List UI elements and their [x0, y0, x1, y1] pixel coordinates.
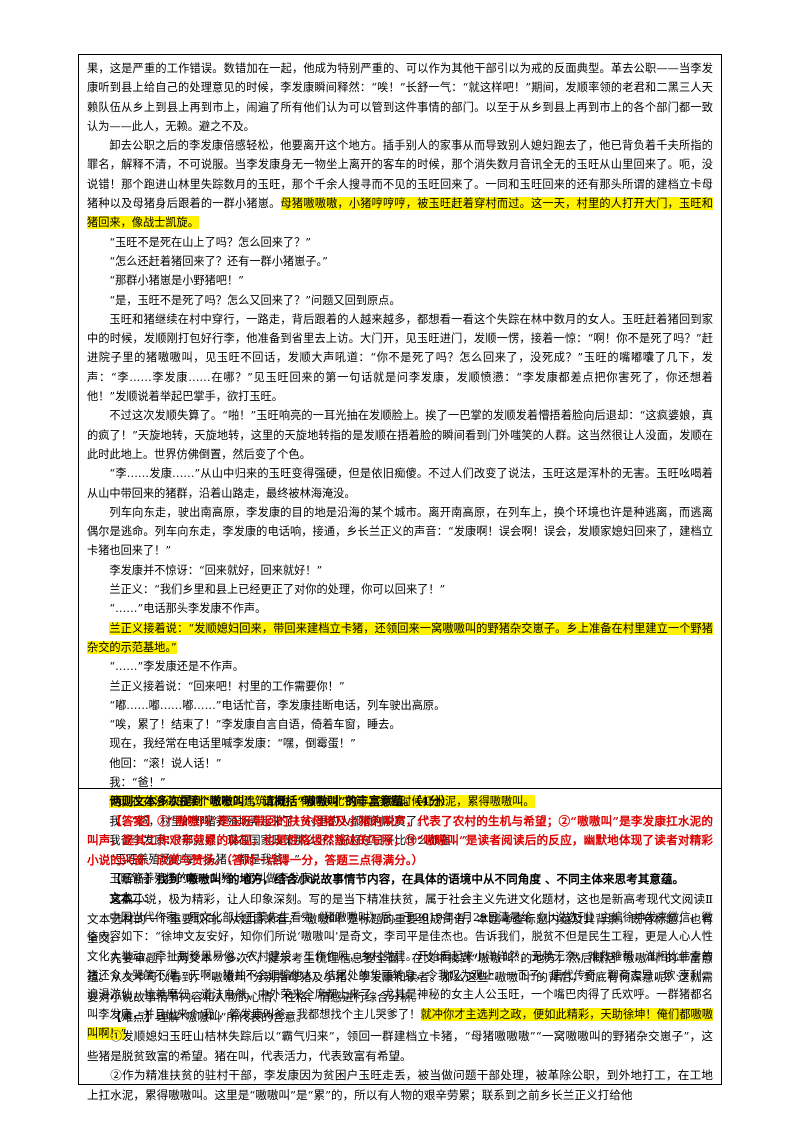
- explanation-paragraph: ②作为精准扶贫的驻村干部，李发康因为贫困户玉旺走丢，被当做问题干部处理，被革除公…: [87, 1068, 713, 1102]
- explanation-paragraph: 先要审题，“两文本”“多次”，提示考生梳理信息要全面，在文中找到“嗷嗷叫”的地方…: [87, 950, 713, 1004]
- text1-highlight: 兰正义接着说：“发顺媳妇回来，带回来建档立卡猪，还领回来一窝嗷嗷叫的野猪杂交崽子…: [87, 621, 713, 654]
- text1-paragraph: 我爸李发康：“那就好，现在国家政策那么好，好好过日子比什么都强！”: [109, 833, 468, 847]
- qa-section: 两则文本多次提到“嗷嗷叫”，请概括“嗷嗷叫”的丰富意蕴。（4分） 【答案】①“嗷…: [87, 792, 713, 1106]
- text1-paragraph: “玉旺养殖场的每一头猪，都是我爸！”: [109, 853, 300, 867]
- text1-paragraph: 列车向东走，驶出南高原，李发康的目的地是沿海的某个城市。离开南高原，在列车上，换…: [87, 505, 713, 558]
- answer-text: ①“嗷嗷叫”是玉旺带回的扶贫母猪及小猪的叫声，代表了农村的生机与希望；②“嗷嗷叫…: [87, 813, 713, 867]
- text1-paragraph: “是，玉旺不是死了吗？怎么又回来了？”问题又回到原点。: [109, 293, 401, 307]
- text1-paragraph: 李发康并不惊讶：“回来就好，回来就好！”: [109, 563, 323, 577]
- page-frame: 果，这是严重的工作错误。数错加在一起，他成为特别严重的、可以作为其他干部引以为戒…: [78, 54, 722, 1102]
- difficulty-text: 理解“嗷嗷叫”所代表的含意。: [156, 1009, 308, 1024]
- question: 两则文本多次提到“嗷嗷叫”，请概括“嗷嗷叫”的丰富意蕴。（4分）: [110, 794, 453, 808]
- text1-paragraph: 我：“爸！”: [109, 775, 166, 789]
- text1-paragraph: 不过这次发顺失算了。“啪！”玉旺响亮的一耳光抽在发顺脸上。挨了一巴掌的发顺发着懵…: [87, 409, 713, 461]
- text1-paragraph: 玉旺管养殖场的每一头猪，都叫做李发康。: [109, 872, 322, 886]
- difficulty: 【难点】理解“嗷嗷叫”所代表的含意。: [87, 1008, 713, 1028]
- text1-text: 卸去公职之后的李发康倍感轻松，他要离开这个地方。插手别人的家事从而导致别人媳妇跑…: [87, 139, 713, 211]
- text2-text: 中国当代作家、原文化部长王蒙先生看完《猪嗷嗷叫》后，于2019年4月29日清晨给…: [87, 911, 713, 1021]
- text1-paragraph: 兰正义接着说：“回来吧！村里的工作需要你！”: [109, 679, 345, 693]
- text2-paragraph: 中国当代作家、原文化部长王蒙先生看完《猪嗷嗷叫》后，于2019年4月29日清晨给…: [87, 908, 713, 1043]
- explanation-paragraph: ①发顺媳妇玉旺山桔林失踪后以“霸气归来”，领回一群建档立卡猪，“母猪嗷嗷嗷”“一…: [87, 1029, 713, 1063]
- text1-paragraph: 他回：“滚！说人话！”: [109, 756, 222, 770]
- text1-paragraph: “玉旺不是死在山上了吗？怎么回来了？”: [109, 235, 312, 249]
- answer-label: 【答案】: [110, 813, 158, 828]
- text1-paragraph: 他现在在沿海的某个城市的建筑工地，有时候扎钢筋，多数时候扛水泥，累得嗷嗷叫。: [87, 792, 713, 811]
- analysis-label: 【解析】: [110, 872, 157, 887]
- text1-highlight: 他现在在沿海的某个城市的建筑工地，有时候扎钢筋，多数时候扛水泥，累得嗷嗷叫。: [109, 795, 535, 809]
- text1-paragraph: 玉旺和猪继续在村中穿行，一路走，背后跟着的人越来越多，都想看一看这个失踪在林中数…: [87, 312, 713, 404]
- text1-paragraph: “唉，累了！结束了！”李发康自言自语，倚着车窗，睡去。: [109, 718, 401, 732]
- text1-paragraph: “……”电话那头李发康不作声。: [109, 602, 267, 616]
- text1-paragraph: 兰正义：“我们乡里和县上已经更正了对你的处理，你可以回来了！”: [109, 583, 446, 597]
- text1-paragraph: “……”李发康还是不作声。: [109, 660, 244, 674]
- section-divider: [79, 788, 721, 789]
- text1-section: 果，这是严重的工作错误。数错加在一起，他成为特别严重的、可以作为其他干部引以为戒…: [87, 59, 713, 1043]
- text1-paragraph: 我：“爸，村里的野猪养殖场弄起来了！村里的人都顺利脱贫了。”: [109, 814, 429, 828]
- text1-paragraph: “怎么还赶着猪回来了？还有一群小猪崽子。”: [109, 254, 328, 268]
- text1-paragraph: 卸去公职之后的李发康倍感轻松，他要离开这个地方。插手别人的家事从而导致别人媳妇跑…: [87, 136, 713, 232]
- text1-paragraph: “那群小猪崽是小野猪吧！”: [109, 274, 244, 288]
- analysis: 【解析】找到“嗷嗷叫”的地方，结合小说故事情节内容，在具体的语境中从不同角度 、…: [87, 870, 713, 890]
- text1-paragraph: “李……发康……”从山中归来的玉旺变得强硬，但是依旧痴傻。不过人们改变了说法，玉…: [87, 467, 713, 500]
- text2-title: 文本二：: [109, 890, 155, 905]
- difficulty-label: 【难点】: [110, 1009, 157, 1024]
- answer: 【答案】①“嗷嗷叫”是玉旺带回的扶贫母猪及小猪的叫声，代表了农村的生机与希望；②…: [87, 812, 713, 871]
- analysis-text: 找到“嗷嗷叫”的地方，结合小说故事情节内容，在具体的语境中从不同角度 、不同主体…: [156, 872, 685, 887]
- text1-paragraph: 兰正义接着说：“发顺媳妇回来，带回来建档立卡猪，还领回来一窝嗷嗷叫的野猪杂交崽子…: [87, 619, 713, 658]
- text1-paragraph: “嘟……嘟……嘟……”电话忙音，李发康挂断电话，列车驶出高原。: [109, 698, 446, 712]
- explanation-paragraph: 这篇小说，极为精彩，让人印象深刻。写的是当下精准扶贫，属于社会主义先进文化题材，…: [87, 891, 713, 946]
- text1-paragraph: 现在，我经常在电话里喊李发康：“嘿，倒霉蛋！”: [109, 737, 356, 751]
- text1-paragraph: 果，这是严重的工作错误。数错加在一起，他成为特别严重的、可以作为其他干部引以为戒…: [87, 62, 713, 133]
